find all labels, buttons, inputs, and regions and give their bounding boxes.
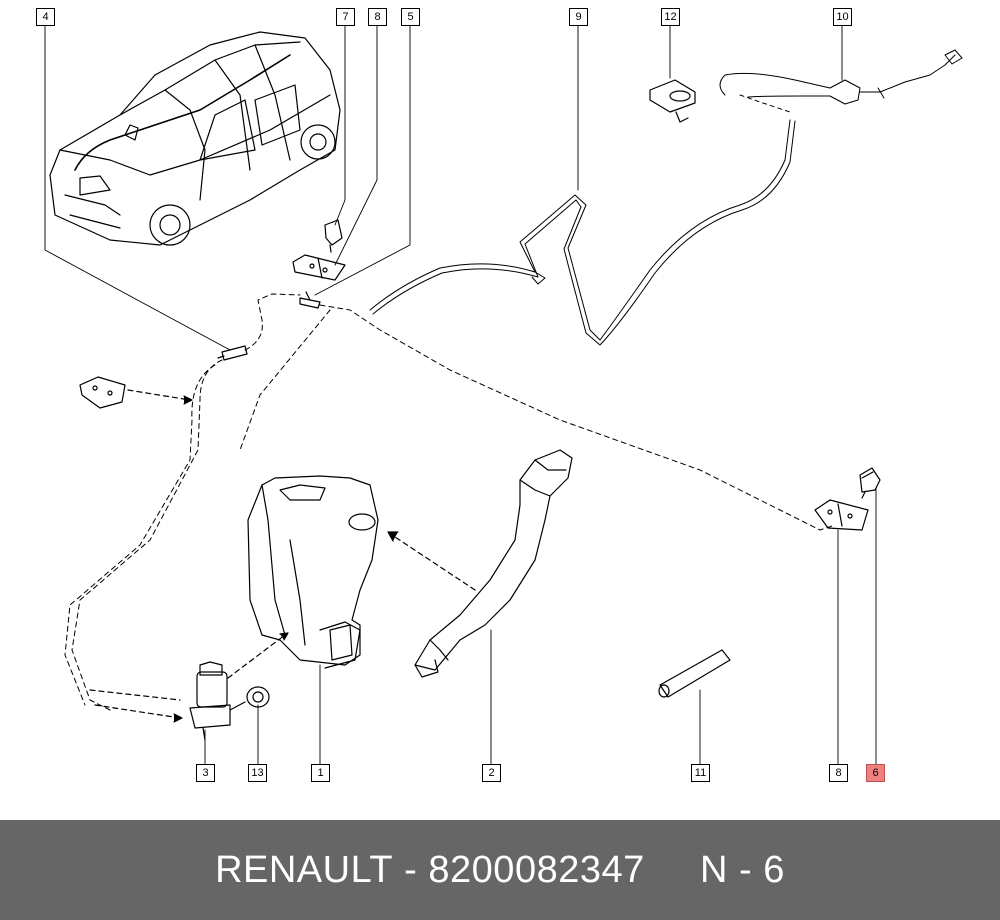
callout-10: 10 xyxy=(833,8,852,26)
parts-diagram: 4 7 8 5 9 12 10 3 13 1 2 11 8 6 xyxy=(36,8,963,782)
nozzle-top xyxy=(324,219,343,253)
callout-7: 7 xyxy=(336,8,355,26)
connector-5 xyxy=(299,291,321,309)
callout-4: 4 xyxy=(36,8,55,26)
filler-neck-2 xyxy=(414,449,573,678)
reservoir-1 xyxy=(247,475,379,669)
part-number: 8200082347 xyxy=(428,848,645,891)
bracket-top xyxy=(292,254,346,281)
reservoir-arrow xyxy=(391,534,476,591)
grommet-13 xyxy=(246,686,270,708)
callout-12: 12 xyxy=(661,8,680,26)
brand-name: RENAULT xyxy=(215,848,394,891)
callout-6-highlighted: 6 xyxy=(866,764,885,782)
callout-9: 9 xyxy=(569,8,588,26)
callout-1: 1 xyxy=(311,764,330,782)
connector-4 xyxy=(217,345,248,361)
hose-9 xyxy=(369,119,796,346)
callout-3: 3 xyxy=(196,764,215,782)
hose-piece-11 xyxy=(658,649,731,698)
footer-banner: RENAULT - 8200082347 N - 6 xyxy=(0,820,1000,920)
part-10-hose-assembly xyxy=(719,49,963,113)
nozzle-6 xyxy=(859,467,881,499)
callout-8-bottom: 8 xyxy=(829,764,848,782)
callout-11: 11 xyxy=(691,764,710,782)
bracket-right xyxy=(814,499,869,531)
separator-1: - xyxy=(393,848,429,891)
callout-8-top: 8 xyxy=(368,8,387,26)
car-illustration xyxy=(49,31,341,246)
separator-2: - xyxy=(728,848,764,891)
leader-lines xyxy=(44,24,877,766)
bracket-left-arrow xyxy=(127,389,191,401)
callout-2: 2 xyxy=(482,764,501,782)
reference-prefix: N xyxy=(700,848,728,891)
part-12-grommet xyxy=(649,79,696,123)
callout-5: 5 xyxy=(401,8,420,26)
dashed-hoses xyxy=(64,293,836,711)
callout-13: 13 xyxy=(248,764,267,782)
bracket-left xyxy=(79,376,126,409)
gap xyxy=(645,849,700,892)
pump-3 xyxy=(189,661,246,741)
reference-number: 6 xyxy=(763,848,785,891)
